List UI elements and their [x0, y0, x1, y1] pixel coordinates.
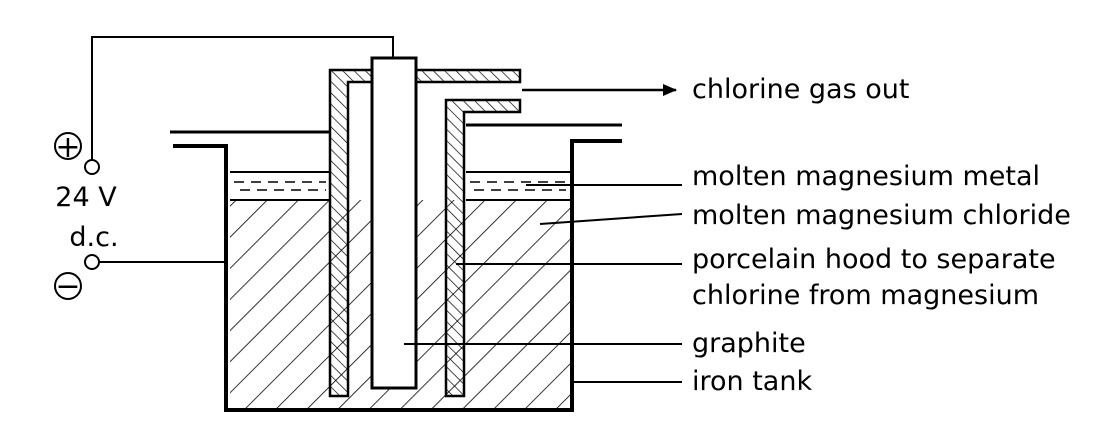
positive-wire	[91, 36, 394, 160]
graphite-anode	[370, 56, 418, 390]
current-type-label: d.c.	[69, 222, 118, 253]
label-iron-tank: iron tank	[692, 366, 812, 397]
negative-sign: −	[55, 269, 80, 304]
negative-sign-circle	[54, 272, 82, 300]
label-molten-magnesium-chloride: molten magnesium chloride	[692, 200, 1071, 231]
leader-lines	[404, 184, 683, 383]
porcelain-hood	[328, 68, 522, 398]
label-molten-magnesium-metal: molten magnesium metal	[692, 161, 1040, 192]
label-porcelain-hood-line1: porcelain hood to separate	[692, 244, 1056, 275]
label-porcelain-hood-line2: chlorine from magnesium	[692, 280, 1039, 311]
positive-sign-circle	[54, 132, 82, 160]
leader-molten-magnesium-chloride	[539, 213, 683, 225]
metal-layer-dashes	[234, 181, 566, 191]
positive-terminal	[84, 159, 100, 175]
molten-magnesium-metal-layer-left	[230, 172, 330, 200]
label-graphite: graphite	[692, 328, 806, 359]
gas-outlet-pipe	[444, 98, 522, 398]
positive-sign: +	[55, 130, 80, 165]
negative-terminal	[84, 254, 100, 270]
voltage-label: 24 V	[55, 182, 117, 213]
label-chlorine-gas-out: chlorine gas out	[692, 74, 909, 105]
liquid-level-lines	[230, 171, 570, 201]
iron-tank	[173, 139, 622, 412]
